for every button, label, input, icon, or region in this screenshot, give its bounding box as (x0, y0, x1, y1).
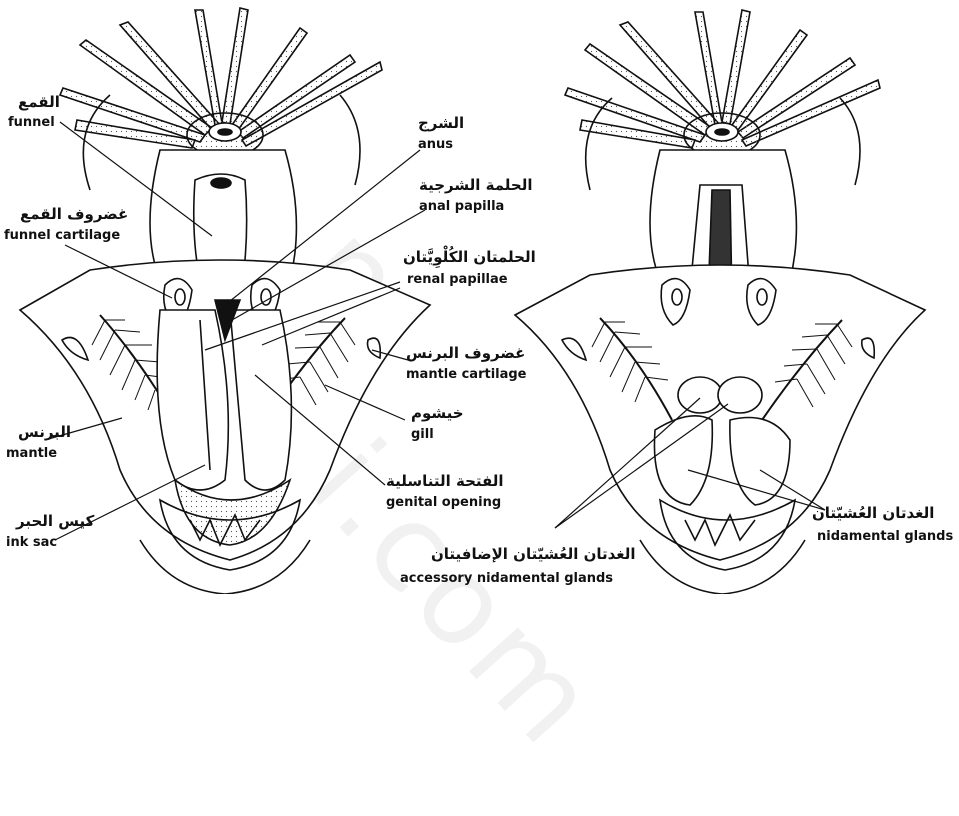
label-anal-papilla-ar: الحلمة الشرجية (419, 178, 532, 193)
label-mantle-ar: البرنس (18, 425, 71, 440)
label-mantle-cartilage-ar: غضروف البرنس (406, 346, 525, 361)
label-mantle-en: mantle (6, 447, 57, 460)
label-funnel-en: funnel (8, 116, 55, 129)
label-ink-sac-en: ink sac (6, 536, 57, 549)
label-gill-en: gill (411, 428, 434, 441)
label-mantle-cartilage-en: mantle cartilage (406, 368, 527, 381)
label-genital-opening-ar: الفتحة التناسلية (386, 474, 504, 489)
diagram-canvas: n uni.com (0, 0, 959, 594)
label-genital-opening-en: genital opening (386, 496, 501, 509)
label-nidamental-glands-ar: الغدتان العُشيّتان (812, 506, 934, 521)
label-anus-ar: الشرج (418, 116, 464, 131)
label-accessory-nidamental-glands-en: accessory nidamental glands (400, 572, 613, 585)
label-accessory-nidamental-glands-ar: الغدتان العُشيّتان الإضافيتان (431, 547, 636, 562)
label-renal-papillae-en: renal papillae (407, 273, 508, 286)
label-funnel-cartilage-en: funnel cartilage (4, 229, 120, 242)
label-anus-en: anus (418, 138, 453, 151)
label-renal-papillae-ar: الحلمتان الكُلْوِيَّتان (403, 250, 536, 265)
label-ink-sac-ar: كيس الحبر (16, 514, 94, 529)
label-funnel-ar: القمع (18, 95, 60, 110)
label-gill-ar: خيشوم (411, 406, 464, 421)
label-nidamental-glands-en: nidamental glands (817, 530, 953, 543)
label-funnel-cartilage-ar: غضروف القمع (20, 207, 128, 222)
label-anal-papilla-en: anal papilla (419, 200, 504, 213)
